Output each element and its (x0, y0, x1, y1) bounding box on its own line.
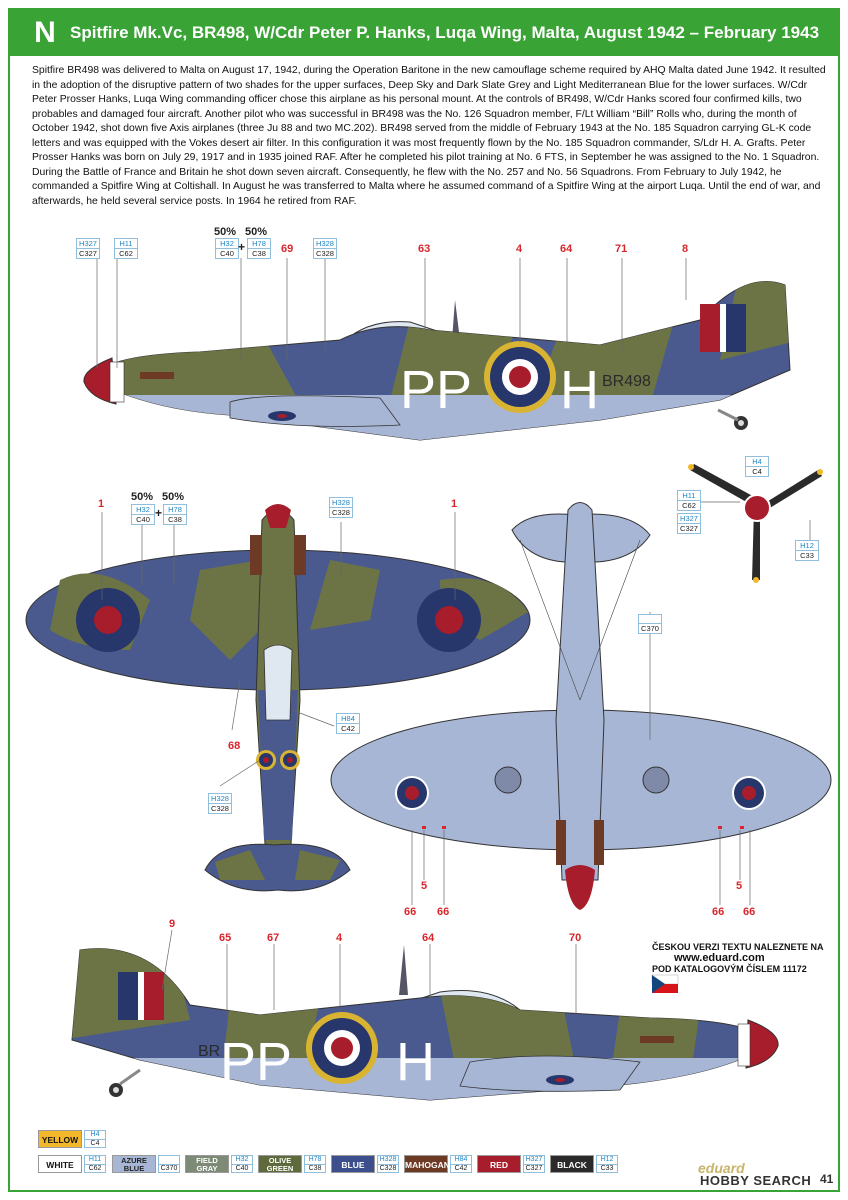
pct-label: 50% (131, 491, 154, 503)
code-letter-h-right: H (396, 1032, 435, 1092)
legend-swatch-blue: BLUE (331, 1155, 375, 1173)
legend-swatch-field-gray: FIELD GRAY (185, 1155, 229, 1173)
legend-swatch-white: WHITE (38, 1155, 82, 1173)
profile-letter: N (34, 16, 56, 49)
side-view-right (71, 945, 779, 1101)
eduard-logo: eduard (698, 1160, 745, 1176)
callout-67: 67 (267, 932, 280, 944)
czech-flag (651, 974, 679, 993)
legend-swatch-mahogany: MAHOGANY (404, 1155, 456, 1173)
callout-66: 66 (712, 906, 725, 918)
callout-65: 65 (219, 932, 232, 944)
plus-sign: + (238, 240, 246, 254)
callout-9: 9 (169, 918, 176, 930)
czech-version-note: ČESKOU VERZI TEXTU NALEZNETE NA www.edua… (652, 942, 824, 975)
hobby-search-watermark: HOBBY SEARCH (700, 1173, 812, 1188)
top-view (25, 504, 531, 892)
code-letter-h: H (560, 360, 599, 420)
callout-64: 64 (560, 243, 573, 255)
callout-63: 63 (418, 243, 431, 255)
legend-swatch-black: BLACK (550, 1155, 594, 1173)
propeller (688, 464, 823, 583)
callout-66: 66 (743, 906, 756, 918)
paint-code-azure: C370 (638, 614, 662, 634)
legend-swatch-red: RED (477, 1155, 521, 1173)
callout-66: 66 (404, 906, 417, 918)
legend-code: C370 (158, 1155, 180, 1173)
leader-lines-side2 (161, 929, 577, 1015)
czech-note-url: www.eduard.com (674, 952, 765, 964)
callout-4-right: 4 (336, 932, 343, 944)
callout-5-left: 5 (421, 880, 428, 892)
leader-lines-top (96, 258, 687, 368)
legend-swatch-olive-green: OLIVE GREEN (258, 1155, 302, 1173)
profile-title: Spitfire Mk.Vc, BR498, W/Cdr Peter P. Ha… (70, 23, 820, 42)
page-frame (8, 8, 840, 1192)
pct-label: 50% (245, 226, 268, 238)
callout-4: 4 (516, 243, 523, 255)
header-bar (10, 10, 838, 56)
description-text: Spitfire BR498 was delivered to Malta on… (32, 65, 826, 207)
callout-71: 71 (615, 243, 628, 255)
callout-8: 8 (682, 243, 689, 255)
callout-66: 66 (437, 906, 450, 918)
page-number: 41 (820, 1172, 834, 1186)
legend-swatch-azure-blue: AZURE BLUE (112, 1155, 156, 1173)
callout-5-right: 5 (736, 880, 743, 892)
callout-68: 68 (228, 740, 241, 752)
plus-sign: + (155, 506, 163, 520)
code-letters-pp: PP (400, 360, 472, 420)
pct-label: 50% (214, 226, 237, 238)
pct-label: 50% (162, 491, 185, 503)
leader-lines-mid (101, 512, 456, 787)
czech-note-line1: ČESKOU VERZI TEXTU NALEZNETE NA (652, 942, 824, 952)
callout-1-left: 1 (98, 498, 105, 510)
bottom-view (330, 502, 832, 910)
callout-64-right: 64 (422, 932, 435, 944)
callout-1-right: 1 (451, 498, 458, 510)
code-letters-pp-right: PP (220, 1032, 292, 1092)
czech-note-line3: POD KATALOGOVÝM ČÍSLEM 11172 (652, 964, 807, 974)
serial-number: BR498 (602, 373, 651, 390)
serial-partial: BR (198, 1043, 220, 1060)
callout-69: 69 (281, 243, 294, 255)
callout-70: 70 (569, 932, 582, 944)
legend-swatch-yellow: YELLOW (38, 1130, 82, 1148)
